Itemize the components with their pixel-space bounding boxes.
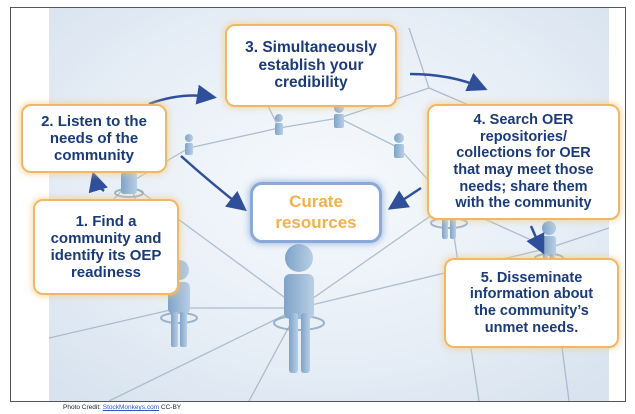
step-2-line-2: needs of the xyxy=(49,129,139,147)
step-4-line-4: that may meet those xyxy=(453,162,594,178)
center-line-2: resources xyxy=(275,212,357,232)
arrow-1-to-2 xyxy=(88,171,108,194)
step-4-line-6: with the community xyxy=(455,195,592,212)
arrow-2-to-3 xyxy=(148,84,217,106)
step-5-line-1: 5. Disseminate xyxy=(480,269,583,286)
credit-prefix: Photo Credit: xyxy=(63,404,103,411)
step-1-line-2: community and xyxy=(50,229,162,247)
credit-suffix: CC-BY xyxy=(159,404,182,411)
step-5-line-3: the community’s xyxy=(474,303,589,319)
step-3-line-3: credibility xyxy=(274,74,348,92)
step-4-line-2: repositories/ xyxy=(479,128,568,145)
photo-credit: Photo Credit: StockMonkeys.com CC-BY xyxy=(63,404,181,411)
step-4-line-1: 4. Search OER xyxy=(473,111,574,128)
step-3-box: 3. Simultaneously establish your credibi… xyxy=(225,24,397,107)
step-3-line-1: 3. Simultaneously xyxy=(245,38,377,56)
flow-arrows xyxy=(88,72,545,255)
slide-frame: 3. Simultaneously establish your credibi… xyxy=(10,7,626,402)
step-5-line-4: unmet needs. xyxy=(484,319,579,336)
arrow-2-to-center xyxy=(180,155,247,212)
step-2-line-1: 2. Listen to the xyxy=(41,112,147,130)
step-1-line-4: readiness xyxy=(70,264,142,282)
step-5-box: 5. Disseminate information about the com… xyxy=(444,258,619,348)
step-3-line-2: establish your xyxy=(258,56,364,74)
arrow-4-to-center xyxy=(387,186,422,210)
center-line-1: Curate xyxy=(289,192,343,212)
step-5-line-2: information about xyxy=(469,286,594,303)
credit-link[interactable]: StockMonkeys.com xyxy=(102,404,160,411)
step-4-box: 4. Search OER repositories/ collections … xyxy=(427,104,620,220)
step-2-box: 2. Listen to the needs of the community xyxy=(21,104,167,173)
arrow-4-to-5 xyxy=(526,225,545,255)
curate-resources-node: Curate resources xyxy=(250,182,382,243)
step-4-line-5: needs; share them xyxy=(459,178,588,195)
step-1-line-3: identify its OEP xyxy=(50,247,162,264)
step-4-line-3: collections for OER xyxy=(456,145,591,162)
step-2-line-3: community xyxy=(53,147,134,165)
step-1-box: 1. Find a community and identify its OEP… xyxy=(33,199,179,295)
arrow-3-to-4 xyxy=(409,72,488,92)
step-1-line-1: 1. Find a xyxy=(75,212,137,230)
